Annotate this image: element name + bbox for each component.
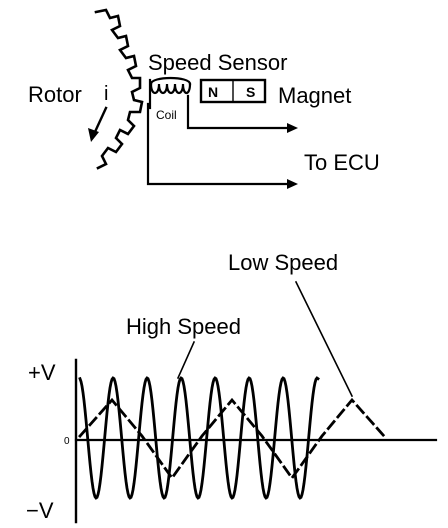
magnet-south-label: S [246, 84, 255, 100]
rotor-marker: i [104, 83, 108, 105]
speed-sensor-label: Speed Sensor [148, 50, 287, 75]
coil-winding [149, 82, 192, 95]
low-speed-waveform [78, 397, 386, 481]
coil-label: Coil [156, 108, 177, 122]
coil-top [149, 76, 192, 86]
high-speed-label: High Speed [126, 314, 241, 339]
rotor-label: Rotor [28, 82, 82, 107]
high-speed-waveform [78, 376, 320, 500]
negative-voltage-label: −V [26, 498, 54, 523]
low-speed-label: Low Speed [228, 250, 338, 275]
low-speed-leader [294, 280, 354, 398]
ecu-lead-upper [186, 94, 292, 130]
ecu-lead-lower-arrow [287, 179, 298, 189]
rotor-arrow-head [88, 128, 99, 142]
high-speed-leader [176, 340, 196, 380]
positive-voltage-label: +V [28, 360, 56, 385]
ecu-lead-upper-arrow [287, 123, 298, 133]
zero-label: 0 [64, 436, 70, 447]
rotor-teeth [94, 8, 144, 170]
magnet-body [199, 78, 267, 104]
magnet-north-label: N [208, 84, 218, 100]
magnet-label: Magnet [278, 83, 351, 108]
rotor-rotation-arrow [92, 106, 108, 136]
ecu-lead-lower [146, 102, 292, 186]
ecu-label: To ECU [304, 150, 380, 175]
